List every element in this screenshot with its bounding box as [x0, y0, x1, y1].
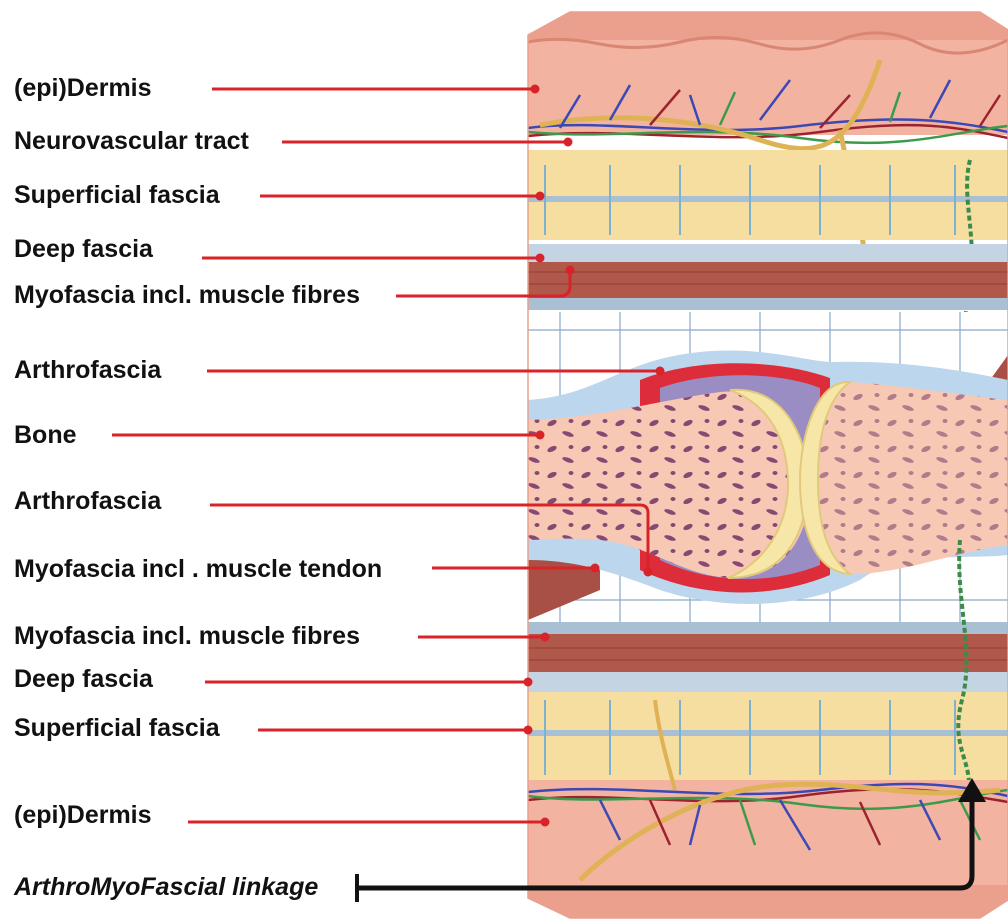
- label-myofascia-tendon: Myofascia incl . muscle tendon: [14, 557, 382, 582]
- superficial-fascia-top-layer: [520, 150, 1008, 240]
- label-superficial-fascia-top: Superficial fascia: [14, 183, 220, 208]
- label-dermis-bottom: (epi)Dermis: [14, 803, 152, 828]
- label-deep-fascia-top: Deep fascia: [14, 237, 153, 262]
- label-myofascia-fibres-top: Myofascia incl. muscle fibres: [14, 283, 360, 308]
- label-neurovascular-tract: Neurovascular tract: [14, 129, 249, 154]
- tissue-block: [520, 0, 1008, 920]
- label-dermis-top: (epi)Dermis: [14, 76, 152, 101]
- label-arthrofascia-bottom: Arthrofascia: [14, 489, 161, 514]
- label-deep-fascia-bottom: Deep fascia: [14, 667, 153, 692]
- myofascia-fibres-top-layer: [520, 262, 1008, 300]
- label-arthrofascia-top: Arthrofascia: [14, 358, 161, 383]
- deep-fascia-top-layer: [520, 244, 1008, 262]
- label-arthromyofascial-linkage: ArthroMyoFascial linkage: [14, 875, 318, 900]
- label-bone: Bone: [14, 423, 77, 448]
- label-superficial-fascia-bottom: Superficial fascia: [14, 716, 220, 741]
- deep-fascia-bottom-layer: [520, 672, 1008, 692]
- myofascia-fibres-bottom-layer: [520, 634, 1008, 672]
- label-myofascia-fibres-bottom: Myofascia incl. muscle fibres: [14, 624, 360, 649]
